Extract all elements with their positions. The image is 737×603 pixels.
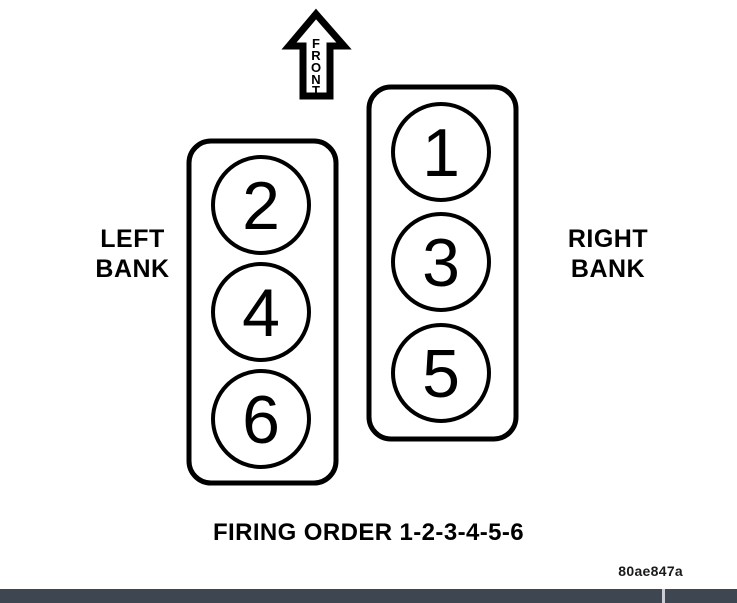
cylinder-number-label: 6 bbox=[242, 382, 280, 458]
front-arrow-letter-o: O bbox=[311, 60, 321, 75]
right-bank-group: 1 3 5 bbox=[366, 84, 519, 442]
right-bank-cylinder-1: 1 bbox=[391, 102, 491, 202]
cylinder-circle bbox=[211, 369, 311, 469]
image-code-watermark: 80ae847a bbox=[618, 563, 683, 579]
left-bank-cylinder-2: 2 bbox=[211, 155, 311, 255]
front-arrow-letter-n: N bbox=[311, 72, 320, 87]
left-bank-cylinder-4: 4 bbox=[211, 262, 311, 362]
cylinder-number-label: 2 bbox=[242, 168, 280, 244]
bottom-toolbar bbox=[0, 589, 737, 603]
right-bank-cylinder-5: 5 bbox=[391, 323, 491, 423]
front-arrow-group: F R O N T bbox=[281, 8, 352, 100]
cylinder-circle bbox=[391, 212, 491, 312]
cylinder-circle bbox=[391, 102, 491, 202]
cylinder-number-label: 3 bbox=[422, 225, 460, 301]
cylinder-circle bbox=[211, 262, 311, 362]
firing-order-caption: FIRING ORDER 1-2-3-4-5-6 bbox=[213, 519, 524, 546]
cylinder-circle bbox=[211, 155, 311, 255]
front-arrow-letter-f: F bbox=[312, 36, 320, 51]
left-bank-cylinder-6: 6 bbox=[211, 369, 311, 469]
cylinder-number-label: 4 bbox=[242, 275, 280, 351]
engine-firing-order-diagram: F R O N T 2 4 6 bbox=[186, 8, 519, 486]
front-arrow-letter-t: T bbox=[312, 83, 320, 98]
cylinder-number-label: 5 bbox=[422, 336, 460, 412]
up-arrow-icon bbox=[281, 8, 352, 100]
right-bank-cylinder-3: 3 bbox=[391, 212, 491, 312]
left-bank-group: 2 4 6 bbox=[186, 138, 339, 486]
toolbar-divider bbox=[662, 589, 665, 603]
left-bank-label: LEFT BANK bbox=[95, 225, 170, 283]
cylinder-number-label: 1 bbox=[422, 115, 460, 191]
right-bank-label: RIGHT BANK bbox=[567, 225, 649, 283]
cylinder-circle bbox=[391, 323, 491, 423]
front-arrow-letter-r: R bbox=[311, 48, 321, 63]
